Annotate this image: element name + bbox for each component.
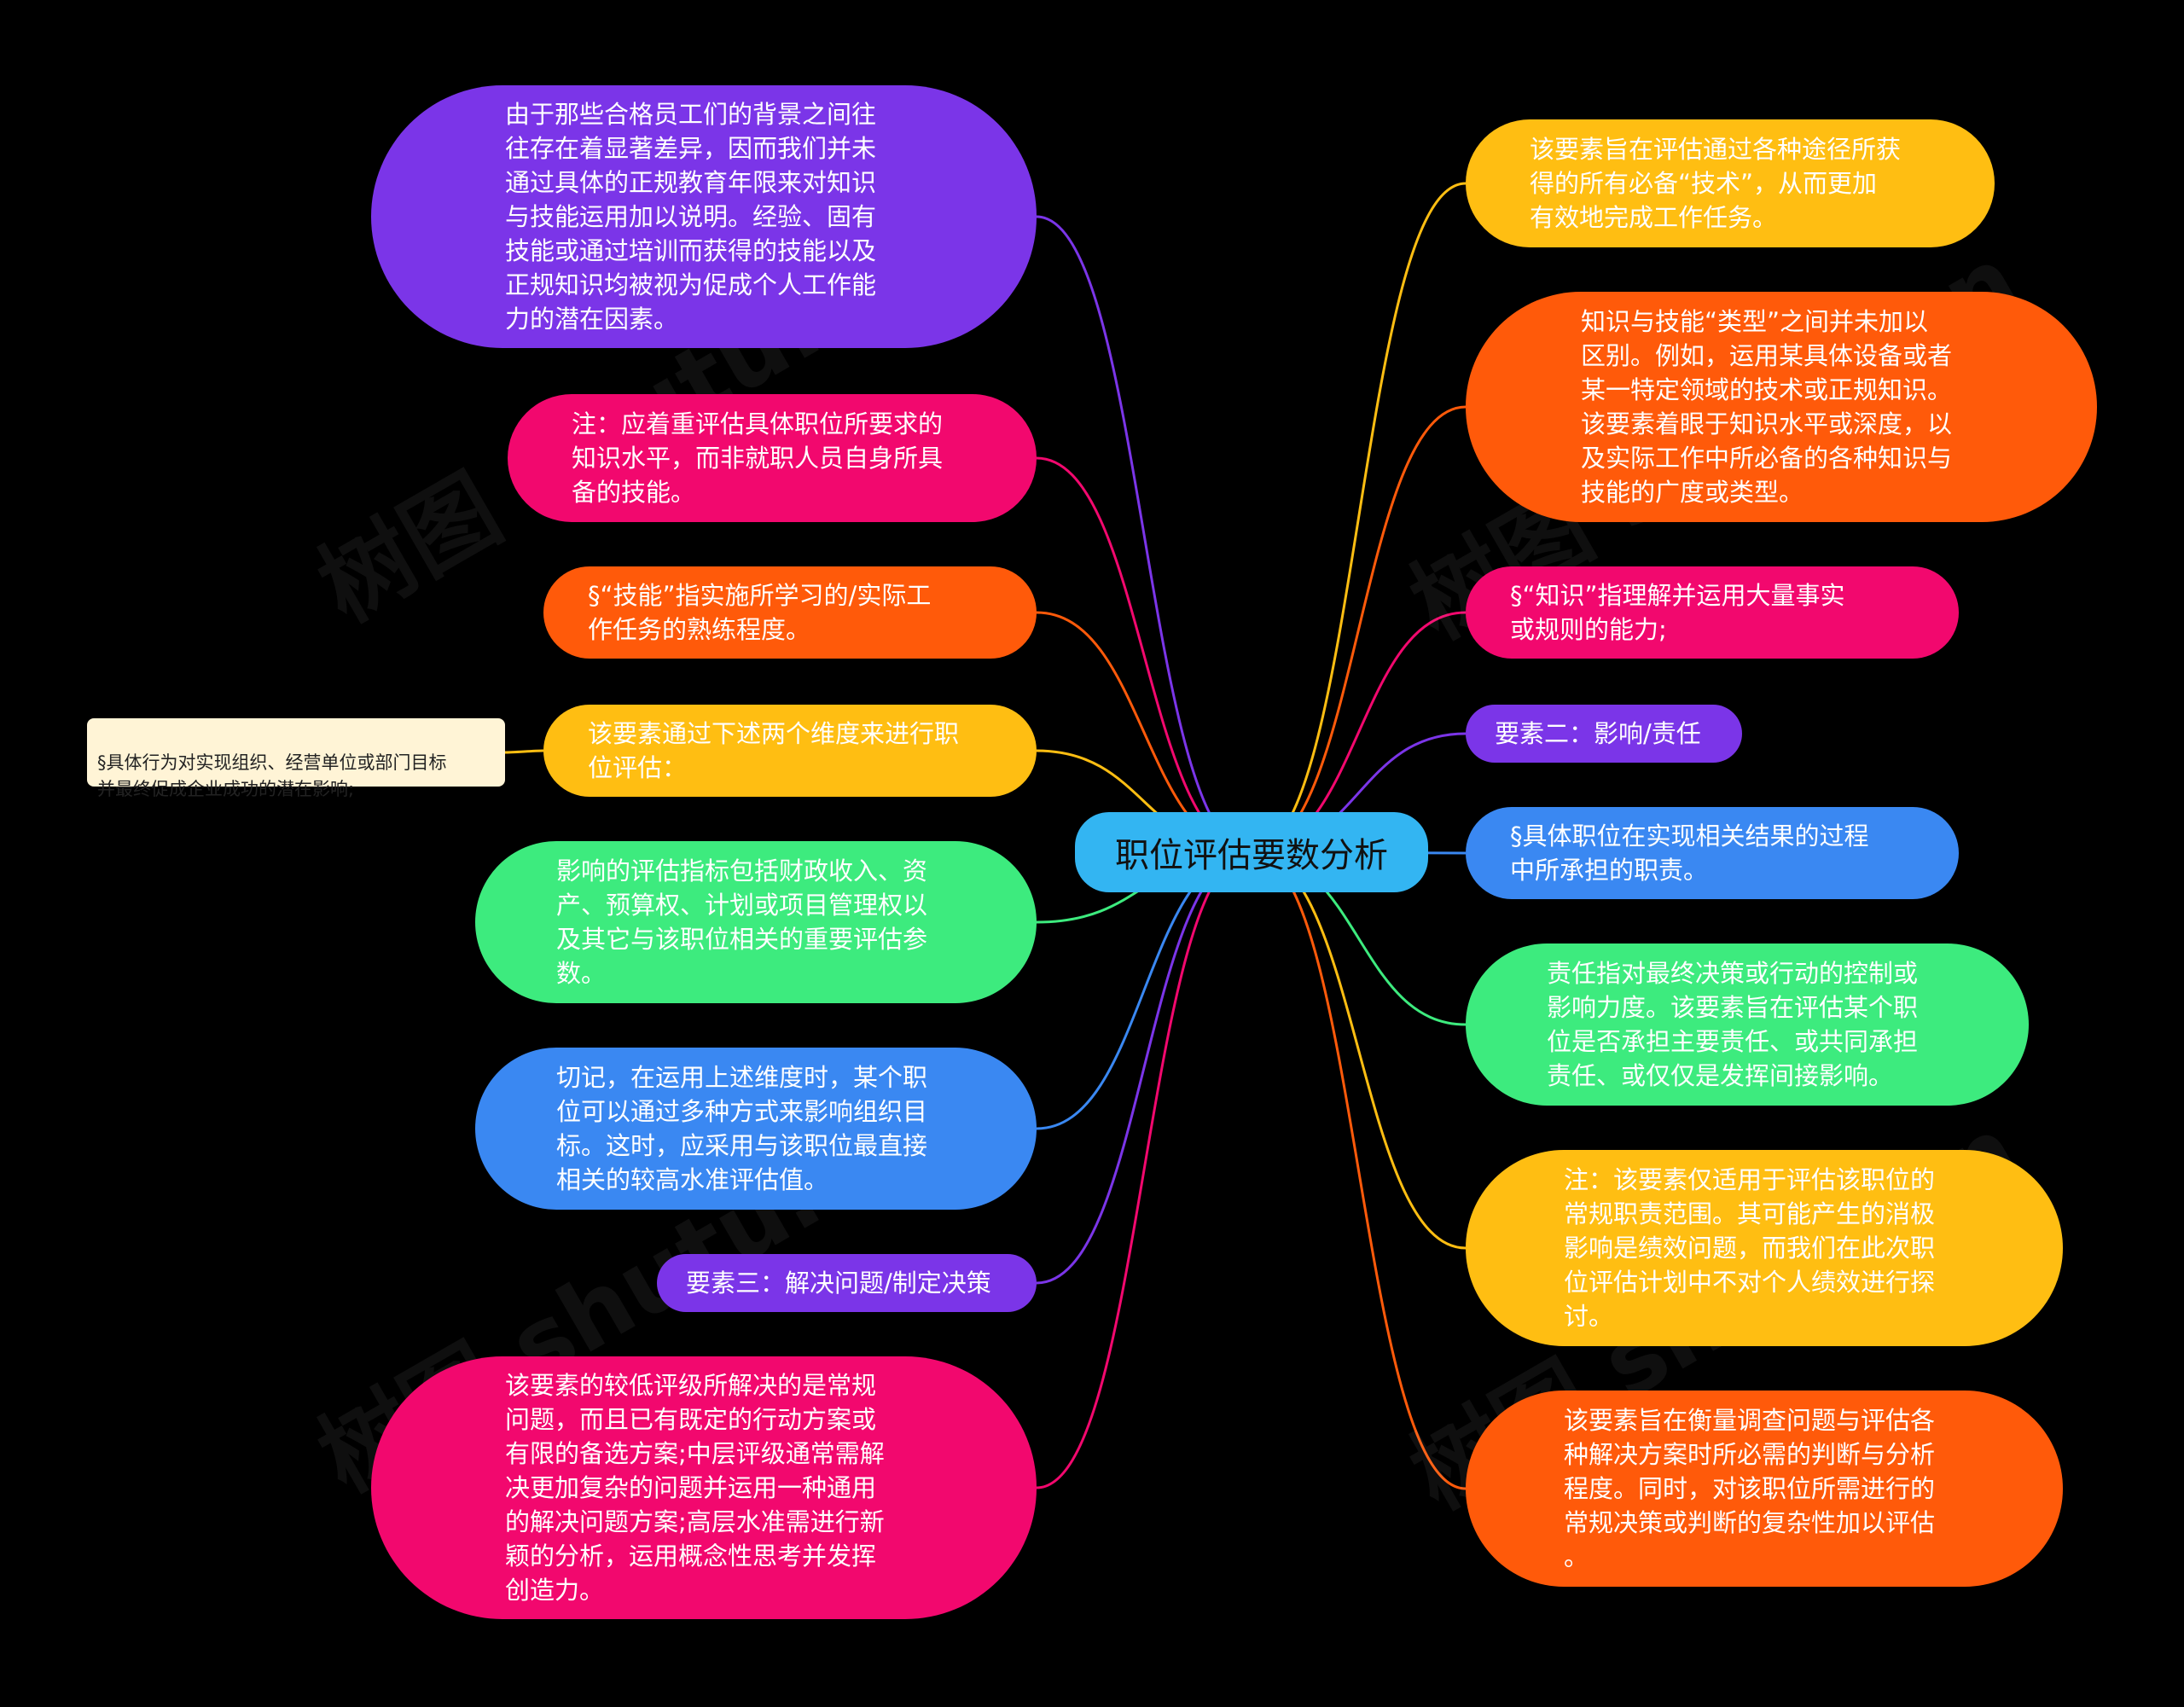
central-topic-label: 职位评估要数分析 <box>1115 836 1388 875</box>
connector-right-8 <box>1251 851 1467 1490</box>
connector-right-1 <box>1251 182 1467 854</box>
topic-node-text: 要素二：影响/责任 <box>1495 719 1701 748</box>
topic-node-right-3[interactable]: §“知识”指理解并运用大量事实 或规则的能力; <box>1466 566 1959 659</box>
connector-note <box>504 749 544 754</box>
topic-node-text: 注：该要素仅适用于评估该职位的 常规职责范围。其可能产生的消极 影响是绩效问题，… <box>1564 1165 1936 1331</box>
connector-left-2 <box>1036 456 1252 854</box>
topic-node-right-8[interactable]: 该要素旨在衡量调查问题与评估各 种解决方案时所必需的判断与分析 程度。同时，对该… <box>1466 1391 2063 1587</box>
central-topic[interactable]: 职位评估要数分析 <box>1075 812 1428 892</box>
topic-node-left-3[interactable]: §“技能”指实施所学习的/实际工 作任务的熟练程度。 <box>543 566 1037 659</box>
topic-node-left-4[interactable]: 该要素通过下述两个维度来进行职 位评估： <box>543 705 1037 797</box>
topic-node-text: 该要素通过下述两个维度来进行职 位评估： <box>588 719 960 782</box>
connector-left-8 <box>1036 851 1252 1489</box>
topic-node-right-7[interactable]: 注：该要素仅适用于评估该职位的 常规职责范围。其可能产生的消极 影响是绩效问题，… <box>1466 1150 2063 1346</box>
topic-node-right-5[interactable]: §具体职位在实现相关结果的过程 中所承担的职责。 <box>1466 807 1959 899</box>
note-box[interactable]: §具体行为对实现组织、经营单位或部门目标 并最终促成企业成功的潜在影响; <box>87 718 505 799</box>
topic-node-text: 该要素旨在评估通过各种途径所获 得的所有必备“技术”，从而更加 有效地完成工作任… <box>1530 135 1902 232</box>
topic-node-left-5[interactable]: 影响的评估指标包括财政收入、资 产、预算权、计划或项目管理权以 及其它与该职位相… <box>475 841 1037 1003</box>
topic-node-left-7[interactable]: 要素三：解决问题/制定决策 <box>657 1254 1037 1312</box>
connector-right-7 <box>1251 851 1467 1250</box>
connector-right-2 <box>1251 405 1467 854</box>
topic-node-text: §“知识”指理解并运用大量事实 或规则的能力; <box>1510 581 1845 644</box>
topic-node-text: 注：应着重评估具体职位所要求的 知识水平，而非就职人员自身所具 备的技能。 <box>572 409 944 507</box>
topic-node-text: 影响的评估指标包括财政收入、资 产、预算权、计划或项目管理权以 及其它与该职位相… <box>556 856 928 988</box>
topic-node-left-8[interactable]: 该要素的较低评级所解决的是常规 问题，而且已有既定的行动方案或 有限的备选方案;… <box>371 1356 1037 1619</box>
topic-node-text: 该要素旨在衡量调查问题与评估各 种解决方案时所必需的判断与分析 程度。同时，对该… <box>1564 1406 1936 1571</box>
topic-node-text: 知识与技能“类型”之间并未加以 区别。例如，运用某具体设备或者 某一特定领域的技… <box>1581 307 1953 507</box>
topic-node-text: §具体职位在实现相关结果的过程 中所承担的职责。 <box>1510 822 1869 885</box>
connector-left-1 <box>1036 215 1252 854</box>
topic-node-left-2[interactable]: 注：应着重评估具体职位所要求的 知识水平，而非就职人员自身所具 备的技能。 <box>508 394 1037 522</box>
topic-node-text: 由于那些合格员工们的背景之间往 往存在着显著差异，因而我们并未 通过具体的正规教… <box>505 100 877 334</box>
topic-node-right-2[interactable]: 知识与技能“类型”之间并未加以 区别。例如，运用某具体设备或者 某一特定领域的技… <box>1466 292 2097 522</box>
connector-left-7 <box>1036 851 1252 1285</box>
topic-node-left-1[interactable]: 由于那些合格员工们的背景之间往 往存在着显著差异，因而我们并未 通过具体的正规教… <box>371 85 1037 348</box>
topic-node-left-6[interactable]: 切记，在运用上述维度时，某个职 位可以通过多种方式来影响组织目 标。这时，应采用… <box>475 1048 1037 1210</box>
connector-left-6 <box>1036 851 1252 1130</box>
note-text: §具体行为对实现组织、经营单位或部门目标 并最终促成企业成功的潜在影响; <box>97 752 447 799</box>
topic-node-text: 切记，在运用上述维度时，某个职 位可以通过多种方式来影响组织目 标。这时，应采用… <box>556 1063 928 1194</box>
topic-node-right-6[interactable]: 责任指对最终决策或行动的控制或 影响力度。该要素旨在评估某个职 位是否承担主要责… <box>1466 943 2029 1106</box>
topic-node-text: 要素三：解决问题/制定决策 <box>686 1269 991 1298</box>
topic-node-right-1[interactable]: 该要素旨在评估通过各种途径所获 得的所有必备“技术”，从而更加 有效地完成工作任… <box>1466 119 1995 247</box>
topic-node-text: 该要素的较低评级所解决的是常规 问题，而且已有既定的行动方案或 有限的备选方案;… <box>505 1371 885 1605</box>
topic-node-text: 责任指对最终决策或行动的控制或 影响力度。该要素旨在评估某个职 位是否承担主要责… <box>1547 959 1919 1090</box>
topic-node-text: §“技能”指实施所学习的/实际工 作任务的熟练程度。 <box>588 581 932 644</box>
topic-node-right-4[interactable]: 要素二：影响/责任 <box>1466 705 1742 763</box>
